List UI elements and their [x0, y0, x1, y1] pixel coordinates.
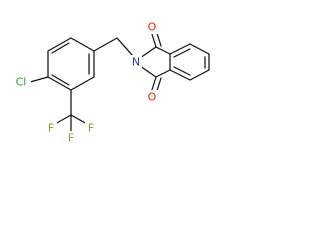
atom-label-O: O	[148, 21, 157, 34]
atom-N: N	[130, 55, 142, 69]
bond-inner	[173, 48, 191, 58]
bond	[70, 114, 88, 125]
bond	[189, 43, 210, 55]
atom-label-N: N	[132, 56, 140, 69]
atom-Cl: Cl	[11, 75, 31, 89]
bond	[70, 76, 95, 91]
bond	[70, 37, 95, 52]
bond	[54, 114, 72, 125]
bond	[47, 37, 72, 52]
atom-O-top: O	[145, 20, 159, 34]
atom-label-F: F	[88, 122, 94, 135]
bond	[169, 43, 191, 55]
atom-label-Cl: Cl	[16, 76, 27, 89]
bond	[139, 46, 157, 59]
bond	[29, 76, 49, 83]
aryl-ring	[47, 37, 95, 91]
bond	[139, 65, 157, 78]
atom-F-bottom: F	[65, 131, 77, 145]
atom-F-left: F	[45, 121, 57, 135]
atom-label-F: F	[48, 122, 54, 135]
atom-label-O: O	[148, 91, 157, 104]
molecule-structure: N O O Cl F F F	[11, 20, 210, 145]
bond-inner	[51, 42, 70, 54]
bond	[93, 37, 118, 52]
imide-ring	[139, 46, 171, 78]
atom-F-right: F	[85, 121, 97, 135]
bond	[155, 46, 171, 55]
bond	[155, 69, 171, 78]
atom-O-bottom: O	[145, 90, 159, 104]
atom-label-F: F	[68, 132, 74, 145]
bond-inner	[173, 66, 191, 76]
bond	[47, 76, 72, 91]
bond	[116, 37, 134, 57]
bond	[169, 69, 191, 81]
bond	[189, 69, 210, 81]
fused-benzene-ring	[169, 43, 210, 81]
bond-inner	[51, 74, 70, 86]
